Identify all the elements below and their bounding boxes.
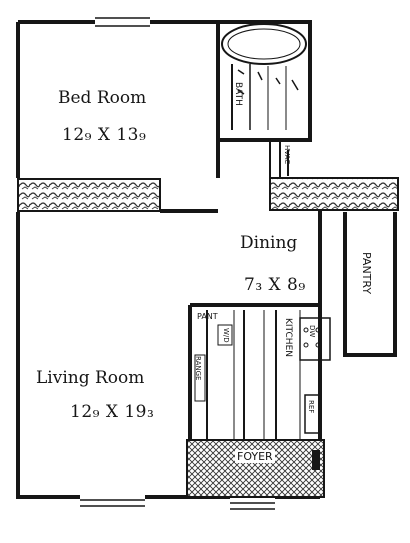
interior-walls — [160, 209, 397, 497]
range-label: RANGE — [194, 356, 202, 381]
bath-area — [216, 20, 312, 180]
windows — [80, 17, 275, 510]
foyer-tile — [186, 439, 325, 498]
pantry-label: PANTRY — [360, 252, 373, 295]
dw-label: DW — [308, 325, 316, 338]
living-room-name: Living Room — [36, 368, 145, 388]
stone-band-left — [17, 178, 161, 212]
bedroom-name: Bed Room — [58, 88, 147, 108]
pant-label: PANT — [197, 312, 218, 321]
foyer-door — [312, 450, 320, 470]
hvac-label: HVAC — [283, 145, 291, 165]
living-room-size: 12₉ X 19₃ — [70, 402, 155, 422]
wd-label: W/D — [222, 328, 230, 343]
bath-label: BATH — [233, 82, 243, 106]
bedroom-size: 12₉ X 13₉ — [62, 125, 147, 145]
dining-size: 7₃ X 8₉ — [244, 275, 306, 295]
kitchen-label: KITCHEN — [283, 318, 293, 357]
dining-name: Dining — [240, 233, 298, 253]
stone-band-right — [269, 177, 399, 211]
foyer-label: FOYER — [235, 450, 275, 463]
ref-label: REF — [307, 400, 315, 414]
